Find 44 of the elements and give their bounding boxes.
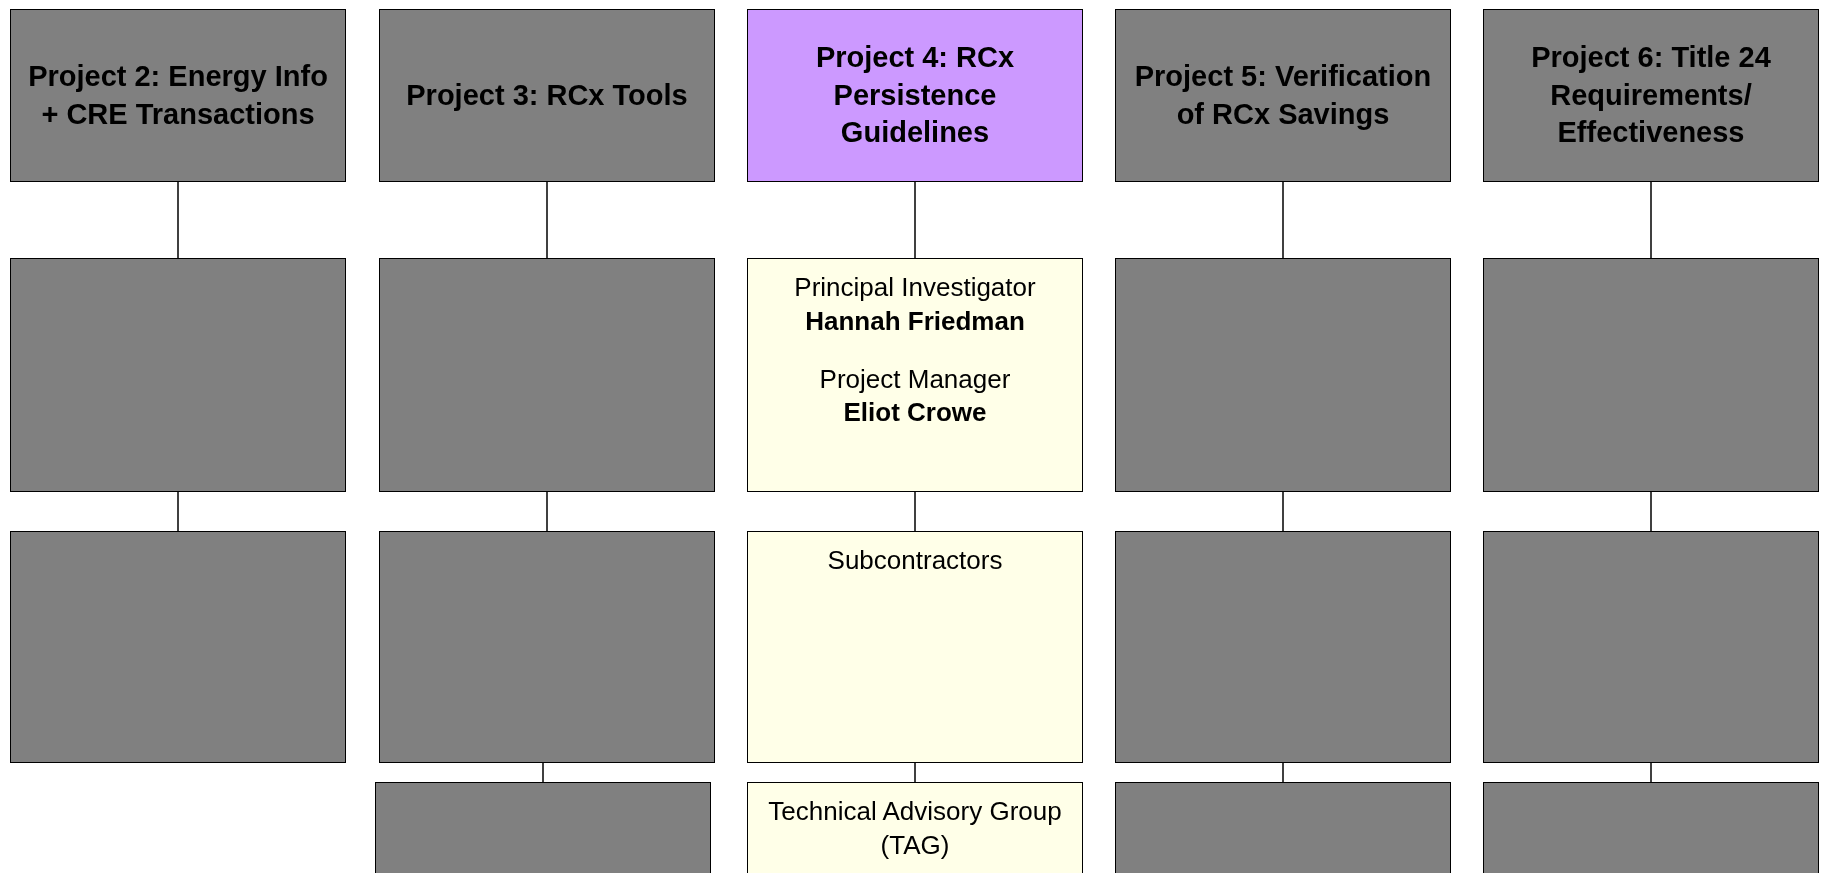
connector-line xyxy=(914,762,916,783)
placeholder-box xyxy=(1115,782,1451,873)
role-label: Subcontractors xyxy=(827,544,1003,577)
project-title: Project 3: RCx Tools xyxy=(406,77,688,113)
project-title: Project 4: RCx Persistence Guidelines xyxy=(814,39,1016,151)
project-header-box xyxy=(747,9,1083,182)
info-box xyxy=(747,258,1083,492)
connector-line xyxy=(546,181,548,259)
connector-line xyxy=(1650,181,1652,259)
connector-line xyxy=(542,762,544,783)
placeholder-box xyxy=(10,258,346,492)
connector-line xyxy=(1282,491,1284,532)
project-title: Project 6: Title 24 Requirements/ Effectiveness xyxy=(1530,39,1772,151)
info-box xyxy=(747,531,1083,763)
connector-line xyxy=(546,491,548,532)
connector-line xyxy=(1650,762,1652,783)
person-name: Eliot Crowe xyxy=(843,396,987,430)
placeholder-box xyxy=(1483,782,1819,873)
connector-line xyxy=(1650,491,1652,532)
placeholder-box xyxy=(379,258,715,492)
project-title: Project 2: Energy Info + CRE Transactions xyxy=(27,58,329,132)
connector-line xyxy=(177,491,179,532)
connector-line xyxy=(1282,181,1284,259)
placeholder-box xyxy=(1115,531,1451,763)
connector-line xyxy=(914,181,916,259)
placeholder-box xyxy=(1483,531,1819,763)
role-label: Principal Investigator xyxy=(794,271,1036,304)
project-title: Project 5: Verification of RCx Savings xyxy=(1133,58,1433,132)
placeholder-box xyxy=(10,531,346,763)
placeholder-box xyxy=(375,782,711,873)
project-header-box xyxy=(1483,9,1819,182)
info-box xyxy=(747,782,1083,873)
connector-line xyxy=(914,491,916,532)
role-label: Project Manager xyxy=(819,362,1011,396)
role-label: Technical Advisory Group (TAG) xyxy=(767,795,1063,862)
placeholder-box xyxy=(1115,258,1451,492)
project-header-box xyxy=(379,9,715,182)
placeholder-box xyxy=(379,531,715,763)
project-header-box xyxy=(1115,9,1451,182)
placeholder-box xyxy=(1483,258,1819,492)
connector-line xyxy=(1282,762,1284,783)
connector-line xyxy=(177,181,179,259)
project-header-box xyxy=(10,9,346,182)
person-name: Hannah Friedman xyxy=(805,304,1025,338)
